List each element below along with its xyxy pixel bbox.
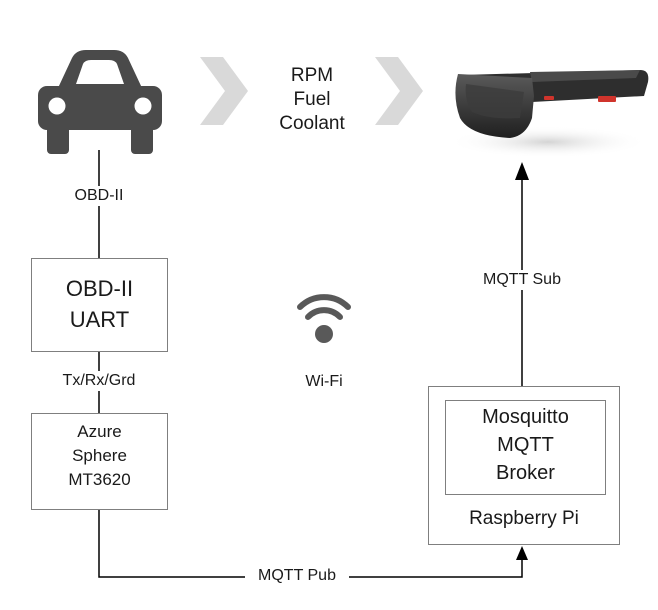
- mqtt-sub-arrowhead: [515, 162, 529, 180]
- serial-connection-label: Tx/Rx/Grd: [48, 371, 150, 391]
- car-icon: [38, 50, 162, 154]
- raspberry-pi-label: Raspberry Pi: [469, 508, 579, 529]
- obd-uart-box: OBD-II UART: [31, 258, 168, 352]
- mixed-reality-headset-icon: [448, 70, 649, 158]
- obd-uart-label: OBD-II UART: [65, 276, 134, 332]
- wifi-icon: [297, 294, 351, 343]
- mosquitto-broker-box: Mosquitto MQTT Broker: [445, 400, 606, 495]
- data-stream-label: RPM Fuel Coolant: [279, 65, 345, 134]
- mqtt-pub-label: MQTT Pub: [245, 566, 349, 586]
- chevron-right-icon: [200, 57, 248, 125]
- wifi-label: Wi-Fi: [305, 373, 343, 390]
- mosquitto-broker-label: Mosquitto MQTT Broker: [482, 406, 569, 484]
- mqtt-pub-arrowhead: [516, 546, 528, 560]
- azure-sphere-label: Azure Sphere MT3620: [68, 422, 131, 489]
- mqtt-sub-label: MQTT Sub: [475, 270, 569, 290]
- azure-sphere-box: Azure Sphere MT3620: [31, 413, 168, 510]
- chevron-right-icon: [375, 57, 423, 125]
- obd-connection-label: OBD-II: [64, 186, 134, 206]
